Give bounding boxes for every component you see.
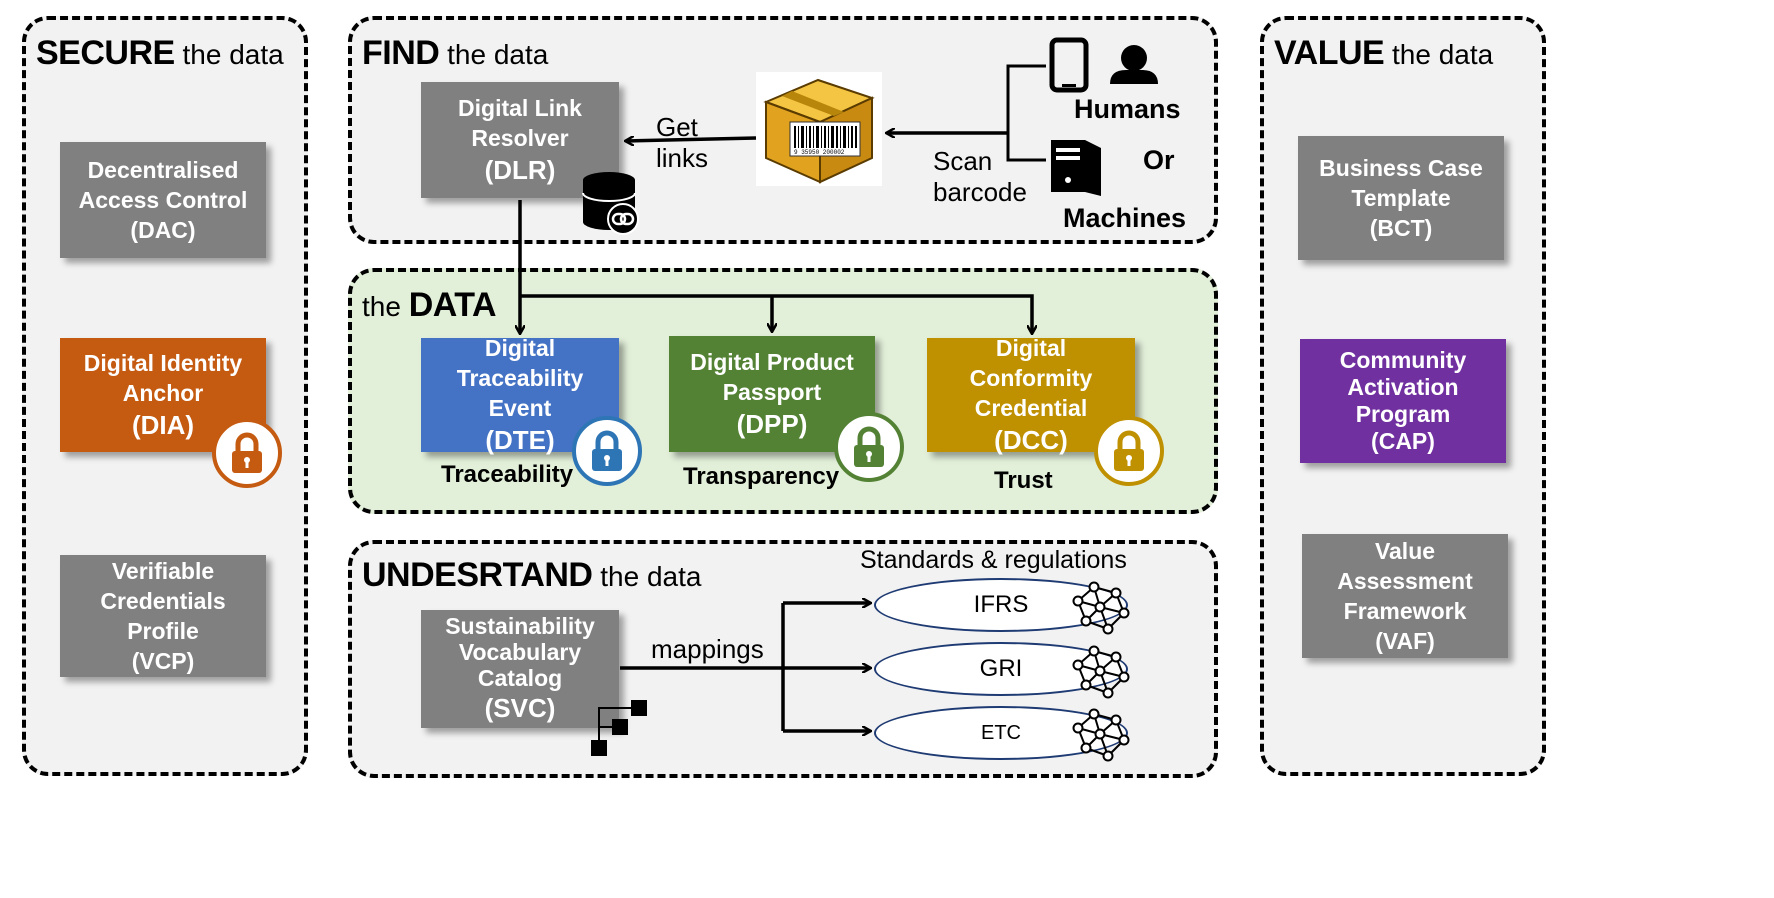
scan-barcode-line-2: barcode: [933, 177, 1027, 207]
dpp-caption: Transparency: [683, 463, 840, 490]
standard-etc-label: ETC: [981, 721, 1021, 744]
bct-box[interactable]: Business Case Template (BCT): [1298, 136, 1504, 260]
understand-title-bold: UNDESRTAND: [362, 556, 593, 594]
data-title-bold: DATA: [408, 286, 497, 324]
barcode-digits: 9 35950 200002: [794, 149, 845, 156]
vaf-line-2: Framework: [1343, 598, 1467, 624]
cap-line-4: (CAP): [1371, 428, 1435, 454]
value-title-bold: VALUE: [1274, 34, 1385, 72]
bct-line-1: Business Case: [1319, 155, 1483, 181]
dac-line-2: Access Control: [78, 187, 248, 213]
dpp-line-2: Passport: [722, 379, 822, 405]
secure-panel-title: SECURE the data: [36, 34, 284, 73]
data-title-the: the: [362, 291, 401, 322]
secure-title-bold: SECURE: [36, 34, 175, 72]
dcc-lock-icon: [1094, 416, 1164, 486]
dpp-box[interactable]: Digital Product Passport (DPP): [669, 336, 875, 452]
dte-line-3: (DTE): [485, 425, 555, 455]
standard-etc[interactable]: ETC: [874, 706, 1128, 760]
get-links-line-2: links: [656, 143, 709, 173]
dpp-line-1: Digital Product: [690, 349, 854, 375]
dte-line-2: Traceability Event: [456, 365, 584, 421]
value-title-rest: the data: [1392, 39, 1494, 70]
scan-barcode-label: Scan barcode: [933, 146, 1027, 208]
dac-line-3: (DAC): [130, 217, 196, 243]
dpp-lock-icon: [834, 412, 904, 482]
understand-panel-title: UNDESRTAND the data: [362, 556, 701, 595]
cap-line-2: Activation: [1347, 374, 1459, 400]
machines-label: Machines: [1063, 203, 1187, 233]
get-links-label: Get links: [656, 112, 708, 174]
dcc-line-3: (DCC): [994, 425, 1068, 455]
dia-line-3: (DIA): [131, 410, 195, 440]
value-panel-title: VALUE the data: [1274, 34, 1493, 73]
dcc-line-1: Digital Conformity: [969, 335, 1093, 391]
vcp-line-3: (VCP): [131, 648, 195, 674]
cap-box[interactable]: Community Activation Program (CAP): [1300, 339, 1506, 463]
dlr-line-1: Digital Link: [458, 95, 582, 121]
secure-title-rest: the data: [182, 39, 284, 70]
vcp-line-2: Credentials Profile: [100, 588, 226, 644]
dia-line-2: Anchor: [122, 380, 204, 406]
svc-line-2: Vocabulary: [458, 639, 582, 665]
dte-caption: Traceability: [441, 461, 574, 488]
vaf-box[interactable]: Value Assessment Framework (VAF): [1302, 534, 1508, 658]
scan-barcode-line-1: Scan: [933, 146, 993, 176]
dpp-line-3: (DPP): [736, 409, 808, 439]
dia-line-1: Digital Identity: [83, 350, 243, 376]
find-title-bold: FIND: [362, 34, 440, 72]
svc-line-3: Catalog: [477, 665, 563, 691]
vcp-line-1: Verifiable: [111, 558, 215, 584]
dte-lock-icon: [572, 416, 642, 486]
standards-title: Standards & regulations: [860, 546, 1127, 574]
vaf-line-1: Value Assessment: [1337, 538, 1473, 594]
svc-box[interactable]: Sustainability Vocabulary Catalog (SVC): [421, 610, 619, 728]
bct-line-2: Template: [1351, 185, 1451, 211]
humans-label: Humans: [1074, 94, 1181, 124]
dte-line-1: Digital: [484, 335, 556, 361]
standard-gri[interactable]: GRI: [874, 642, 1128, 696]
svc-line-4: (SVC): [484, 693, 556, 723]
cap-line-3: Program: [1355, 401, 1451, 427]
svc-line-1: Sustainability: [445, 613, 595, 639]
dcc-caption: Trust: [994, 467, 1053, 494]
understand-title-rest: the data: [600, 561, 702, 592]
dcc-line-2: Credential: [974, 395, 1088, 421]
vcp-box[interactable]: Verifiable Credentials Profile (VCP): [60, 555, 266, 677]
standard-ifrs[interactable]: IFRS: [874, 578, 1128, 632]
dlr-box[interactable]: Digital Link Resolver (DLR): [421, 82, 619, 198]
standard-ifrs-label: IFRS: [973, 591, 1029, 618]
dcc-box[interactable]: Digital Conformity Credential (DCC): [927, 335, 1135, 455]
dlr-line-2: Resolver: [471, 125, 569, 151]
find-title-rest: the data: [447, 39, 549, 70]
vaf-line-3: (VAF): [1375, 628, 1435, 654]
standard-gri-label: GRI: [979, 655, 1023, 682]
dac-line-1: Decentralised: [87, 157, 239, 183]
cap-line-1: Community: [1339, 347, 1467, 373]
or-label: Or: [1143, 145, 1175, 175]
dlr-line-3: (DLR): [484, 155, 556, 185]
package-barcode-image: 9 35950 200002: [756, 72, 882, 186]
dia-lock-icon: [212, 418, 282, 488]
get-links-line-1: Get: [656, 112, 698, 142]
mappings-label: mappings: [651, 634, 764, 664]
dac-box[interactable]: Decentralised Access Control (DAC): [60, 142, 266, 258]
bct-line-3: (BCT): [1369, 215, 1433, 241]
find-panel-title: FIND the data: [362, 34, 548, 73]
data-panel-title: the DATA: [362, 286, 497, 325]
